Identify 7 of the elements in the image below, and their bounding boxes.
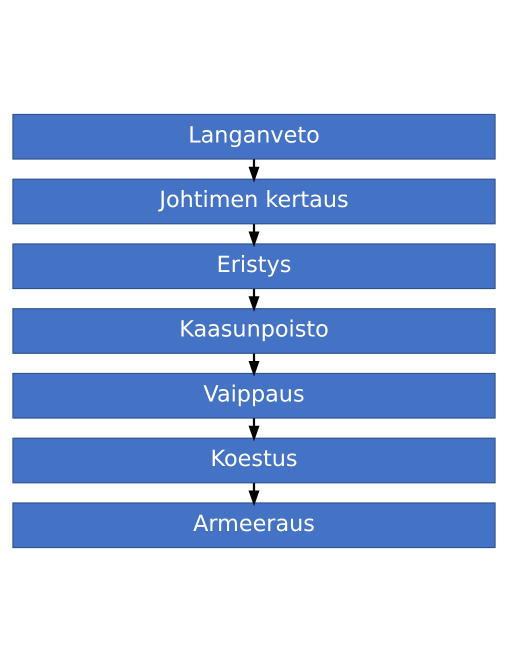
node-box: Kaasunpoisto (12, 308, 496, 354)
node-box: Johtimen kertaus (12, 178, 496, 224)
node-box: Armeeraus (12, 502, 496, 548)
node-box: Koestus (12, 438, 496, 484)
node-box: Eristys (12, 243, 496, 290)
node-box: Langanveto (12, 114, 496, 160)
node-box: Vaippaus (12, 372, 496, 419)
